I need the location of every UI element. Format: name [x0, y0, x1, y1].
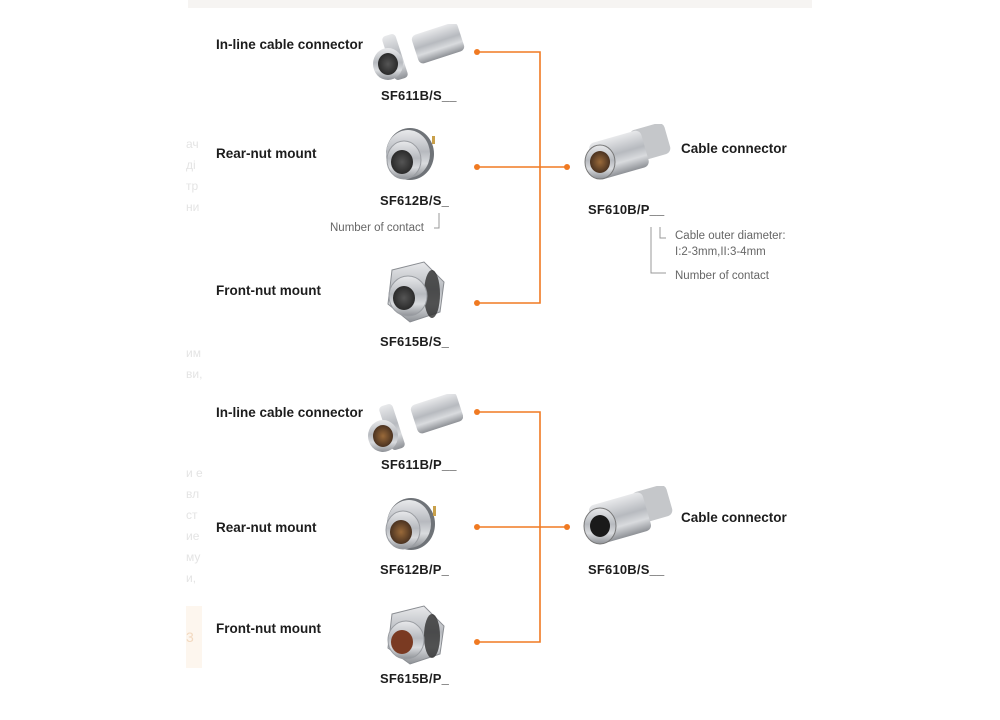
node-dot	[564, 524, 570, 530]
inline-cable-connector-male-icon	[368, 394, 463, 452]
product-label: Cable connector	[681, 141, 787, 156]
product-code: SF611B/S__	[381, 88, 457, 103]
front-nut-mount-male-icon	[387, 605, 445, 665]
product-code: SF615B/S_	[380, 334, 450, 349]
product-code: SF612B/S_	[380, 193, 450, 208]
bracket-group1	[477, 51, 541, 304]
node-dot	[564, 164, 570, 170]
node-dot	[474, 639, 480, 645]
top-bar	[188, 0, 812, 8]
ghost-text: ач	[186, 137, 199, 151]
ghost-text: ви,	[186, 367, 203, 381]
ghost-text: му	[186, 550, 201, 564]
node-dot	[474, 49, 480, 55]
ghost-text: им	[186, 346, 201, 360]
product-code: SF610B/P__	[588, 202, 665, 217]
ghost-text: ие	[186, 529, 200, 543]
contact-note: Number of contact	[330, 222, 424, 234]
rear-nut-mount-male-icon	[385, 498, 436, 550]
cable-connector-female-icon	[583, 486, 673, 545]
product-code: SF611B/P__	[381, 457, 457, 472]
contact-note: Number of contact	[675, 270, 769, 282]
ghost-text: ст	[186, 508, 198, 522]
diameter-note: Cable outer diameter:	[675, 230, 786, 242]
ghost-text: тр	[186, 179, 199, 193]
ghost-text: вл	[186, 487, 200, 501]
product-label: Front-nut mount	[216, 283, 321, 298]
product-label: In-line cable connector	[216, 37, 364, 52]
ghost-box: 3	[186, 606, 202, 668]
note-bracket	[650, 227, 666, 274]
node-dot	[474, 524, 480, 530]
diameter-values: I:2-3mm,II:3-4mm	[675, 246, 766, 258]
ghost-text: и,	[186, 571, 197, 585]
node-dot	[474, 164, 480, 170]
product-label: Front-nut mount	[216, 621, 321, 636]
node-dot	[474, 409, 480, 415]
product-code: SF610B/S__	[588, 562, 665, 577]
inline-cable-connector-female-icon	[373, 24, 465, 80]
product-label: Rear-nut mount	[216, 146, 317, 161]
node-dot	[474, 300, 480, 306]
note-bracket	[659, 227, 666, 239]
ghost-text: и е	[186, 466, 203, 480]
note-bracket	[434, 213, 440, 229]
product-code: SF612B/P_	[380, 562, 450, 577]
product-label: Rear-nut mount	[216, 520, 317, 535]
product-label: Cable connector	[681, 510, 787, 525]
ghost-text: ни	[186, 200, 200, 214]
product-code: SF615B/P_	[380, 671, 450, 686]
cable-connector-male-icon	[584, 124, 671, 180]
ghost-text: ді	[186, 158, 196, 172]
rear-nut-mount-female-icon	[386, 128, 435, 180]
product-label: In-line cable connector	[216, 405, 364, 420]
front-nut-mount-female-icon	[387, 261, 445, 323]
